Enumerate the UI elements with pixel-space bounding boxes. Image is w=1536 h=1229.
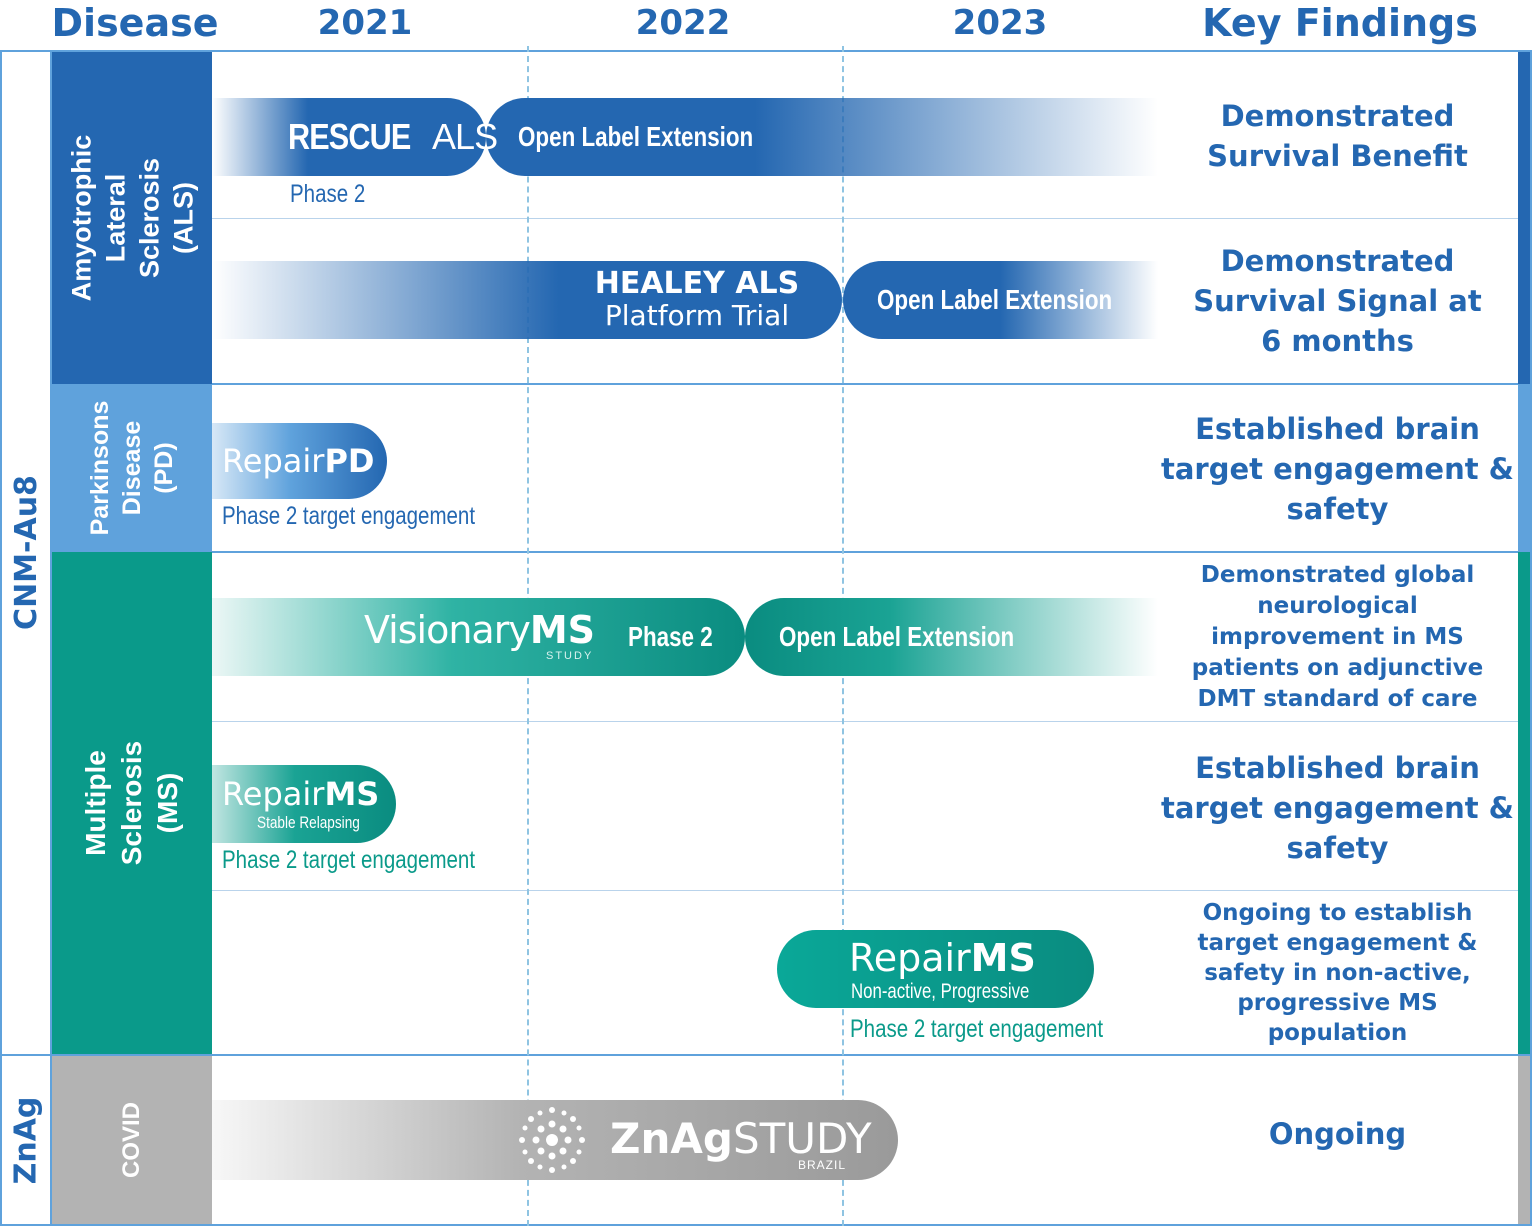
healey-trial-bar: HEALEY ALS Platform Trial — [212, 261, 842, 339]
repairms-np-trial-name: RepairMS — [849, 936, 1036, 980]
finding-repairms-sr: Established brain target engagement & sa… — [1161, 751, 1514, 865]
header-year-2022: 2022 — [635, 3, 731, 43]
visionary-ole-label: Open Label Extension — [779, 621, 1015, 652]
znag-trial-bar: ZnAgSTUDY BRAZIL — [212, 1100, 898, 1180]
healey-trial-name: HEALEY ALS Platform Trial — [594, 266, 800, 332]
repairms-sr-phase-label: Phase 2 target engagement — [222, 846, 476, 874]
disease-band-als — [52, 52, 212, 384]
row-separator — [212, 218, 1518, 219]
compound-divider — [0, 1054, 1532, 1056]
repairms-np-subtitle: Non-active, Progressive — [851, 980, 1030, 1003]
finding-repairpd: Established brain target engagement & sa… — [1161, 412, 1514, 526]
disease-band-pd — [52, 384, 212, 552]
disease-label-als: Amyotrophic Lateral Sclerosis (ALS) — [66, 134, 199, 302]
row-separator — [212, 721, 1518, 722]
visionary-ole-bar: Open Label Extension — [745, 598, 1158, 676]
finding-healey: Demonstrated Survival Signal at 6 months — [1193, 244, 1482, 358]
rescue-phase-label: Phase 2 — [290, 180, 366, 208]
compound-cnm-label: CNM-Au8 — [8, 474, 44, 630]
visionary-study-label: STUDY — [546, 650, 594, 662]
visionary-phase-label: Phase 2 — [628, 621, 713, 652]
repairpd-trial-name: RepairPD — [222, 442, 375, 480]
rescue-ole-label: Open Label Extension — [518, 121, 754, 152]
compound-znag-label: ZnAg — [8, 1096, 44, 1184]
virus-icon — [519, 1107, 585, 1173]
disease-band-ms — [52, 552, 212, 1054]
disease-label-ms: Multiple Sclerosis (MS) — [80, 740, 183, 866]
disease-label-pd: Parkinsons Disease (PD) — [86, 400, 178, 536]
strip-als — [1518, 52, 1530, 384]
finding-repairms-np: Ongoing to establish target engagement &… — [1197, 900, 1478, 1046]
visionary-trial-name: VisionaryMS STUDY — [364, 608, 595, 662]
repairms-sr-subtitle: Stable Relapsing — [257, 813, 360, 832]
strip-covid — [1518, 1056, 1530, 1224]
finding-visionary: Demonstrated global neurological improve… — [1191, 561, 1484, 712]
finding-znag: Ongoing — [1268, 1117, 1407, 1151]
row-separator — [212, 890, 1518, 891]
repairms-np-phase-label: Phase 2 target engagement — [850, 1015, 1104, 1043]
compound-col-divider — [50, 50, 52, 1226]
repairpd-phase-label: Phase 2 target engagement — [222, 502, 476, 530]
rescue-ole-bar: Open Label Extension — [486, 98, 1158, 176]
repairms-np-trial-bar: RepairMS Non-active, Progressive — [777, 930, 1094, 1008]
healey-ole-label: Open Label Extension — [877, 284, 1113, 315]
znag-country-label: BRAZIL — [798, 1158, 847, 1172]
finding-rescue: Demonstrated Survival Benefit — [1207, 99, 1468, 173]
repairms-sr-trial-bar: RepairMS Stable Relapsing — [212, 765, 396, 843]
header-disease: Disease — [51, 1, 219, 45]
healey-ole-bar: Open Label Extension — [843, 261, 1158, 339]
header-key-findings: Key Findings — [1202, 1, 1478, 45]
section-line-pd — [212, 383, 1518, 385]
header-year-2023: 2023 — [952, 3, 1048, 43]
strip-ms — [1518, 552, 1530, 1054]
visionary-trial-bar: VisionaryMS STUDY Phase 2 — [212, 598, 745, 676]
strip-pd — [1518, 384, 1530, 552]
table-frame — [0, 50, 1532, 1226]
disease-label-covid: COVID — [117, 1101, 145, 1179]
disease-band-covid — [52, 1056, 212, 1224]
repairms-sr-trial-name: RepairMS — [222, 775, 380, 813]
znag-trial-name: ZnAgSTUDY — [610, 1114, 872, 1163]
header-year-2021: 2021 — [317, 3, 413, 43]
section-line-ms — [212, 551, 1518, 553]
repairpd-trial-bar: RepairPD — [212, 423, 387, 499]
